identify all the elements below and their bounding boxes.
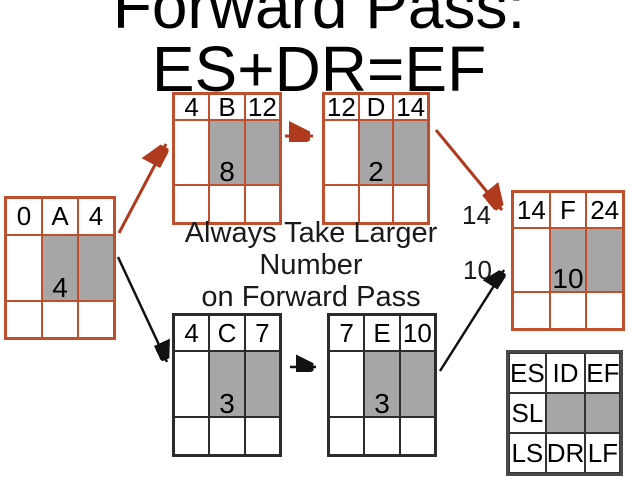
lf-cell [78,301,114,338]
slide-title: Forward Pass: ES+DR=EF [112,0,526,105]
es-cell: 14 [513,192,550,228]
activity-id-cell: E [364,315,400,351]
ef-cell: 7 [244,315,280,351]
legend-key-table: ES ID EF SL LS DR LF [506,350,623,476]
duration-cell: 3 [209,351,245,419]
activity-id-cell: D [358,92,394,122]
ls-cell [324,185,359,223]
dr-cell [42,301,78,338]
ls-cell [174,185,210,223]
candidate-ef-label-14: 14 [462,200,491,230]
duration-cell: 8 [209,120,245,187]
legend-gray-cell [545,393,586,433]
ef-cell: 12 [244,92,280,122]
legend-sl: SL [509,393,546,433]
ls-cell [174,417,210,455]
es-cell: 4 [174,92,210,122]
dr-cell [209,185,245,223]
annotation-line1: Always Take Larger Number [184,217,438,281]
sl-cell [174,120,210,185]
annotation-text: Always Take Larger Number on Forward Pas… [130,217,492,313]
activity-node-c: 4 C 7 3 [172,313,282,457]
ls-cell [329,417,365,455]
activity-node-f: 14 F 24 10 [511,190,625,331]
lf-cell [244,417,280,455]
sl-cell [6,235,42,301]
gray-cell [393,120,428,185]
legend-gray-cell [585,393,621,433]
legend-ef: EF [585,353,621,393]
sl-cell [329,351,365,417]
ef-cell: 24 [586,192,623,228]
lf-cell [399,417,435,455]
sl-cell [324,120,359,185]
ef-cell: 4 [78,198,114,235]
ls-cell [513,292,550,329]
lf-cell [244,185,280,223]
activity-node-d: 12 D 14 2 [322,92,430,225]
es-cell: 12 [324,92,359,122]
legend-dr: DR [545,433,586,473]
ef-cell: 14 [393,92,428,122]
legend-es: ES [509,353,546,393]
duration-value: 10 [552,263,584,294]
activity-node-e: 7 E 10 3 [327,313,437,457]
dr-cell [209,417,245,455]
es-cell: 4 [174,315,210,351]
legend-id: ID [545,353,586,393]
arrow-d-to-f [434,129,502,210]
lf-cell [586,292,623,329]
sl-cell [174,351,210,417]
activity-id-cell: A [42,198,78,235]
candidate-ef-label-10: 10 [463,255,492,285]
es-cell: 0 [6,198,42,235]
duration-cell: 3 [364,351,400,419]
legend-ls: LS [509,433,546,473]
duration-cell: 2 [358,120,394,187]
duration-value: 3 [374,388,390,419]
duration-cell: 4 [42,235,78,303]
gray-cell [586,228,623,292]
gray-cell [78,235,114,301]
activity-node-a: 0 A 4 4 [4,196,116,340]
gray-cell [244,351,280,417]
dr-cell [364,417,400,455]
annotation-line2: on Forward Pass [201,281,421,313]
activity-id-cell: B [209,92,245,122]
duration-value: 2 [368,156,384,187]
duration-cell: 10 [549,228,587,294]
ef-cell: 10 [399,315,435,351]
gray-cell [244,120,280,185]
activity-id-cell: F [549,192,587,228]
gray-cell [399,351,435,417]
duration-value: 4 [52,272,68,303]
legend-lf: LF [585,433,621,473]
dr-cell [358,185,394,223]
sl-cell [513,228,550,292]
ls-cell [6,301,42,338]
duration-value: 3 [219,388,235,419]
lf-cell [393,185,428,223]
activity-id-cell: C [209,315,245,351]
duration-value: 8 [219,156,235,187]
activity-node-b: 4 B 12 8 [172,92,282,225]
dr-cell [549,292,587,329]
es-cell: 7 [329,315,365,351]
